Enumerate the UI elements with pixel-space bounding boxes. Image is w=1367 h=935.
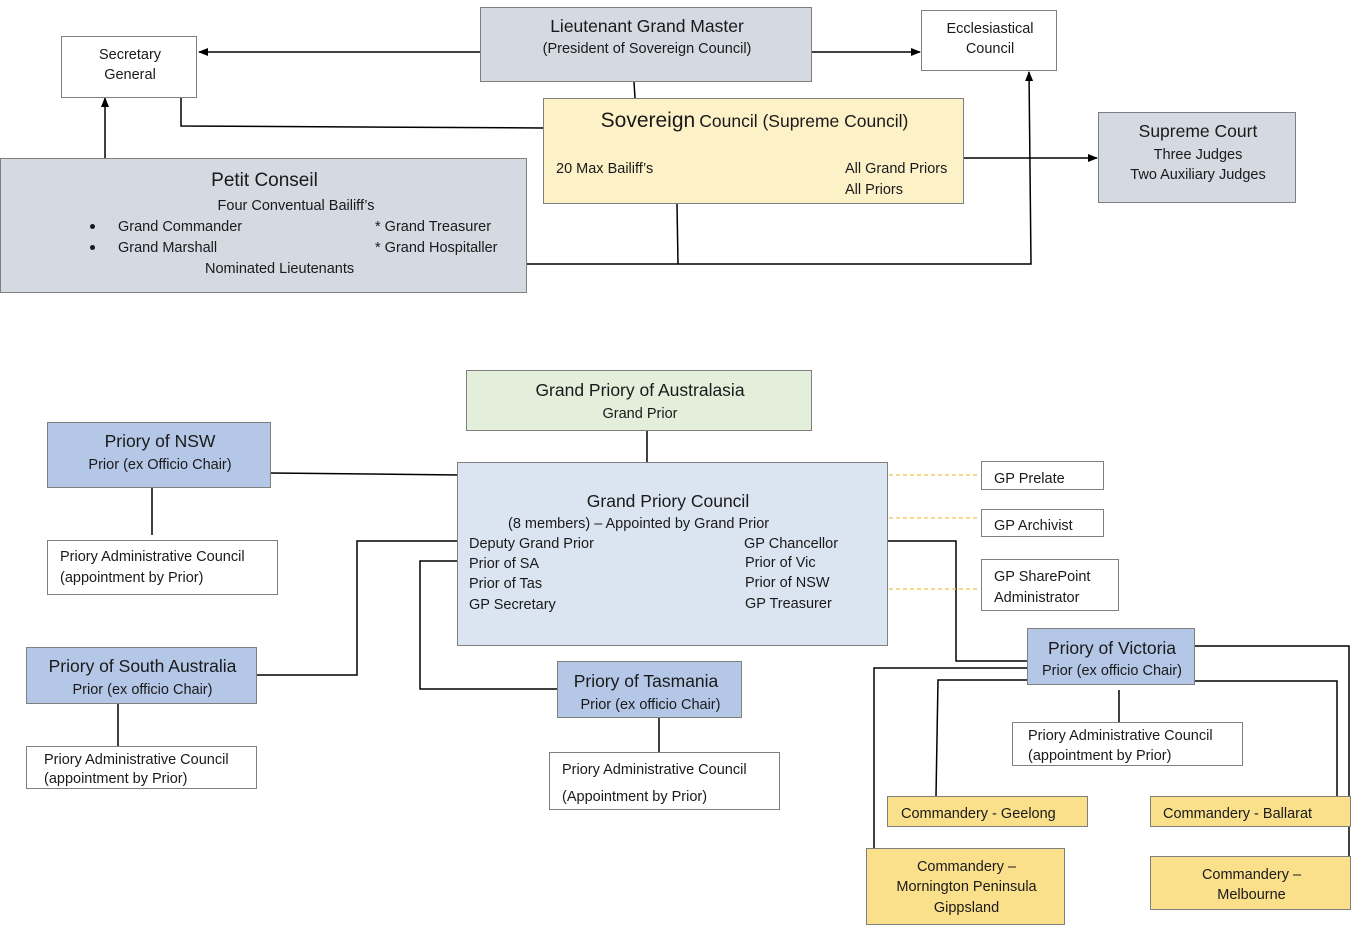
ecclesiastical-council-box: Ecclesiastical Council <box>921 10 1057 71</box>
grand-priory-council-title: Grand Priory Council <box>586 491 750 511</box>
commandery-melbourne-box: Commandery – Melbourne <box>1150 856 1351 910</box>
commandery-ballarat-box: Commandery - Ballarat <box>1150 796 1351 827</box>
sa-admin-council-box: Priory Administrative Council (appointme… <box>26 746 257 789</box>
commandery-mornington-line2: Mornington Peninsula <box>896 879 1037 895</box>
vic-admin-council-line1: Priory Administrative Council <box>1028 728 1213 744</box>
sovereign-council-bailiffs: 20 Max Bailiff’s <box>556 161 654 177</box>
petit-conseil-grand-hospitaller: * Grand Hospitaller <box>375 240 498 256</box>
priory-tasmania-box: Priory of Tasmania Prior (ex officio Cha… <box>557 661 742 718</box>
grand-priory-council-subtitle: (8 members) – Appointed by Grand Prior <box>508 516 770 532</box>
council-to-sa-line <box>257 540 457 676</box>
petit-conseil-grand-commander: Grand Commander <box>118 219 243 235</box>
council-member-prior-of-nsw: Prior of NSW <box>745 575 830 591</box>
council-member-prior-of-vic: Prior of Vic <box>745 555 816 571</box>
gp-archivist-label: GP Archivist <box>994 518 1073 534</box>
council-member-gp-treasurer: GP Treasurer <box>745 596 832 612</box>
vic-to-mornington-line <box>873 667 1027 848</box>
sovereign-council-box: Sovereign Council (Supreme Council) 20 M… <box>543 98 964 204</box>
priory-nsw-subtitle: Prior (ex Officio Chair) <box>88 457 232 473</box>
grand-priory-council-box: Grand Priory Council (8 members) – Appoi… <box>457 462 888 646</box>
sovereign-council-title-rest: Council (Supreme Council) <box>699 111 909 131</box>
ecclesiastical-council-line1: Ecclesiastical <box>946 21 1034 37</box>
gp-prelate-box: GP Prelate <box>981 461 1104 490</box>
petit-conseil-title: Petit Conseil <box>211 170 318 191</box>
commandery-mornington-box: Commandery – Mornington Peninsula Gippsl… <box>866 848 1065 925</box>
tas-admin-council-line2: (Appointment by Prior) <box>562 789 708 805</box>
sa-admin-council-line1: Priory Administrative Council <box>44 752 229 768</box>
vic-to-melbourne-line <box>1195 645 1350 856</box>
priory-sa-subtitle: Prior (ex officio Chair) <box>72 682 213 698</box>
bullet-icon <box>90 245 95 250</box>
vic-admin-council-line2: (appointment by Prior) <box>1028 748 1172 764</box>
priory-tasmania-title: Priory of Tasmania <box>573 671 719 691</box>
nsw-admin-council-line1: Priory Administrative Council <box>60 549 245 565</box>
petit-conseil-nominated-lieutenants: Nominated Lieutenants <box>205 261 355 277</box>
grand-priory-australasia-title: Grand Priory of Australasia <box>535 380 745 400</box>
council-to-vic-line <box>887 540 1027 662</box>
commandery-geelong-label: Commandery - Geelong <box>901 806 1056 822</box>
priory-sa-box: Priory of South Australia Prior (ex offi… <box>26 647 257 704</box>
council-to-tas-line <box>419 560 557 690</box>
vic-to-geelong-line <box>935 679 1027 797</box>
vic-admin-council-box: Priory Administrative Council (appointme… <box>1012 722 1243 766</box>
priory-victoria-box: Priory of Victoria Prior (ex officio Cha… <box>1027 628 1195 685</box>
commandery-geelong-box: Commandery - Geelong <box>887 796 1088 827</box>
lieutenant-grand-master-subtitle: (President of Sovereign Council) <box>542 41 752 57</box>
priory-nsw-title: Priory of NSW <box>104 431 216 451</box>
priory-tasmania-subtitle: Prior (ex officio Chair) <box>580 697 721 713</box>
gp-archivist-box: GP Archivist <box>981 509 1104 537</box>
tas-admin-council-box: Priory Administrative Council (Appointme… <box>549 752 780 810</box>
secretary-general-line1: Secretary <box>98 47 162 63</box>
priory-victoria-title: Priory of Victoria <box>1047 638 1177 658</box>
nsw-admin-council-line2: (appointment by Prior) <box>60 570 204 586</box>
supreme-court-title: Supreme Court <box>1138 121 1258 141</box>
council-member-prior-of-tas: Prior of Tas <box>469 576 543 592</box>
lieutenant-grand-master-box: Lieutenant Grand Master (President of So… <box>480 7 812 82</box>
petit-conseil-subtitle: Four Conventual Bailiff’s <box>217 198 375 214</box>
secretary-general-line2: General <box>104 67 156 83</box>
priory-sa-title: Priory of South Australia <box>48 656 237 676</box>
priory-nsw-box: Priory of NSW Prior (ex Officio Chair) <box>47 422 271 488</box>
council-member-prior-of-sa: Prior of SA <box>469 556 540 572</box>
petit-to-ecclesiastical-arrow <box>527 71 1034 265</box>
vic-to-ballarat-line <box>1195 680 1338 796</box>
nsw-admin-council-box: Priory Administrative Council (appointme… <box>47 540 278 595</box>
sovereign-council-grand-priors: All Grand Priors <box>845 161 948 177</box>
bullet-icon <box>90 224 95 229</box>
supreme-court-box: Supreme Court Three Judges Two Auxiliary… <box>1098 112 1296 203</box>
gp-prelate-label: GP Prelate <box>994 471 1065 487</box>
supreme-court-line2: Two Auxiliary Judges <box>1130 167 1266 183</box>
sovereign-council-priors: All Priors <box>845 182 904 198</box>
council-member-deputy-grand-prior: Deputy Grand Prior <box>469 536 594 552</box>
council-member-gp-secretary: GP Secretary <box>469 597 556 613</box>
supreme-court-line1: Three Judges <box>1153 147 1243 163</box>
lieutenant-grand-master-title: Lieutenant Grand Master <box>550 16 744 36</box>
gp-sharepoint-box: GP SharePoint Administrator <box>981 559 1119 611</box>
commandery-ballarat-label: Commandery - Ballarat <box>1163 806 1313 822</box>
sovereign-council-title: Sovereign Council (Supreme Council) <box>544 109 965 135</box>
commandery-mornington-line3: Gippsland <box>933 900 1000 916</box>
sa-admin-council-line2: (appointment by Prior) <box>44 771 188 787</box>
gp-sharepoint-line2: Administrator <box>994 590 1080 606</box>
petit-conseil-grand-treasurer: * Grand Treasurer <box>375 219 492 235</box>
commandery-mornington-line1: Commandery – <box>916 859 1017 875</box>
council-member-gp-chancellor: GP Chancellor <box>744 536 839 552</box>
ecclesiastical-council-line2: Council <box>965 41 1015 57</box>
petit-conseil-grand-marshall: Grand Marshall <box>118 240 218 256</box>
nsw-to-council-line <box>270 472 462 476</box>
grand-priory-australasia-box: Grand Priory of Australasia Grand Prior <box>466 370 812 431</box>
sovereign-drop-line <box>676 203 679 265</box>
tas-admin-council-line1: Priory Administrative Council <box>562 762 747 778</box>
commandery-melbourne-line2: Melbourne <box>1217 887 1286 903</box>
sovereign-to-secretary-line <box>180 97 544 129</box>
grand-priory-australasia-subtitle: Grand Prior <box>602 406 678 422</box>
priory-victoria-subtitle: Prior (ex officio Chair) <box>1042 663 1182 679</box>
sovereign-council-title-main: Sovereign <box>600 109 696 132</box>
secretary-general-box: Secretary General <box>61 36 197 98</box>
lgm-to-sovereign-line <box>633 81 636 99</box>
petit-conseil-box: Petit Conseil Four Conventual Bailiff’s … <box>0 158 527 293</box>
gp-sharepoint-line1: GP SharePoint <box>994 569 1091 585</box>
commandery-melbourne-line1: Commandery – <box>1201 867 1302 883</box>
